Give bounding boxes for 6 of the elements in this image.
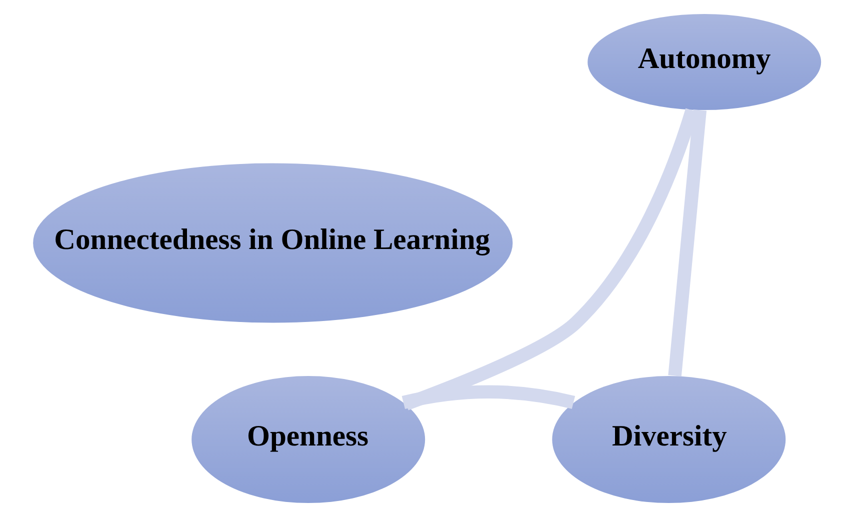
node-ellipse: Autonomy bbox=[587, 14, 821, 110]
node-ellipse: Openness bbox=[191, 376, 425, 504]
connector bbox=[668, 110, 706, 376]
node-ellipse: Connectedness in Online Learning bbox=[32, 163, 512, 323]
connector bbox=[401, 385, 574, 409]
node-ellipse: Diversity bbox=[552, 376, 786, 504]
